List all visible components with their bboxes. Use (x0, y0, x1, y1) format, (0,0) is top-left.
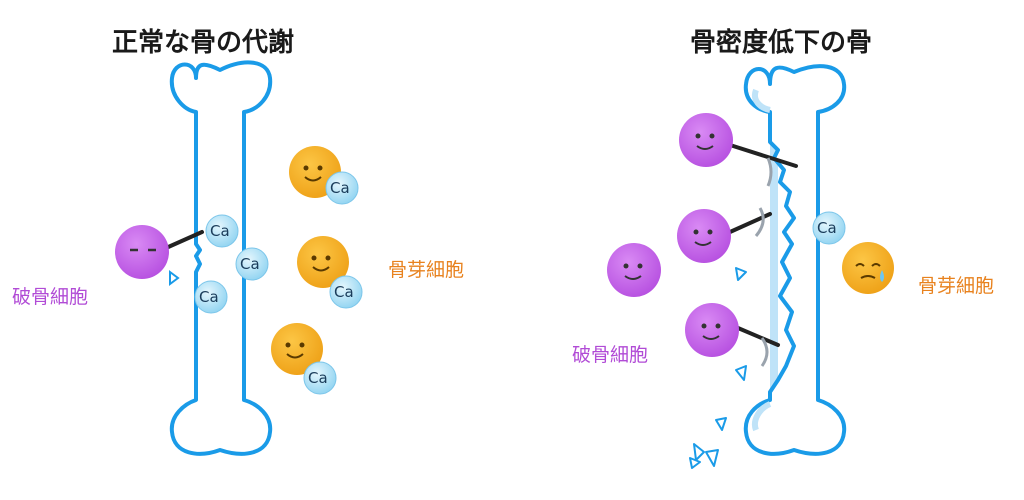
right-osteoblast-label: 骨芽細胞 (918, 275, 995, 297)
svg-text:Ca: Ca (199, 288, 219, 306)
right-bone-fragments (689, 267, 747, 469)
tear-drop (880, 270, 884, 282)
bone-fragment (705, 449, 719, 467)
calcium-ion: Ca (235, 247, 269, 281)
bone-fragment (735, 267, 747, 281)
right-osteoblast-sad (842, 242, 894, 294)
osteoclast-arm (164, 230, 204, 250)
calcium-ion: Ca (194, 280, 228, 314)
bone-inner-shadow (752, 401, 772, 432)
left-osteoclast-label: 破骨細胞 (12, 286, 89, 308)
left-osteoblast-label: 骨芽細胞 (388, 259, 465, 281)
svg-text:Ca: Ca (308, 369, 328, 387)
osteoclast-cell (677, 207, 772, 263)
left-title: 正常な骨の代謝 (112, 28, 295, 58)
left-osteoclast (115, 225, 204, 286)
left-bone (169, 60, 273, 456)
right-bone (743, 64, 847, 456)
osteoclast-cell (607, 243, 661, 297)
bone-fragment (169, 270, 180, 286)
left-osteoblast-group: Ca Ca Ca (271, 146, 363, 395)
osteoclast-cell (685, 303, 780, 367)
bone-inner-shadow (752, 88, 771, 113)
svg-text:Ca: Ca (330, 179, 350, 197)
svg-text:Ca: Ca (240, 255, 260, 273)
right-title: 骨密度低下の骨 (690, 28, 873, 58)
right-osteoclast-label: 破骨細胞 (572, 344, 649, 366)
bone-fragment (693, 443, 705, 461)
osteoblast-cell: Ca (271, 323, 337, 395)
osteoclast-cell (115, 225, 169, 279)
osteoblast-cell: Ca (289, 146, 359, 205)
calcium-ion: Ca (812, 211, 846, 245)
right-osteoclast-group (607, 113, 798, 367)
svg-text:Ca: Ca (210, 222, 230, 240)
osteoblast-cell: Ca (297, 236, 363, 309)
bone-fragment (735, 365, 747, 381)
calcium-ion: Ca (205, 214, 239, 248)
svg-text:Ca: Ca (334, 283, 354, 301)
left-calcium-group: Ca Ca Ca (194, 214, 269, 314)
bone-fragment (715, 417, 727, 431)
osteoclast-cell (679, 113, 798, 187)
svg-text:Ca: Ca (817, 219, 837, 237)
bone-fragment (689, 457, 701, 469)
